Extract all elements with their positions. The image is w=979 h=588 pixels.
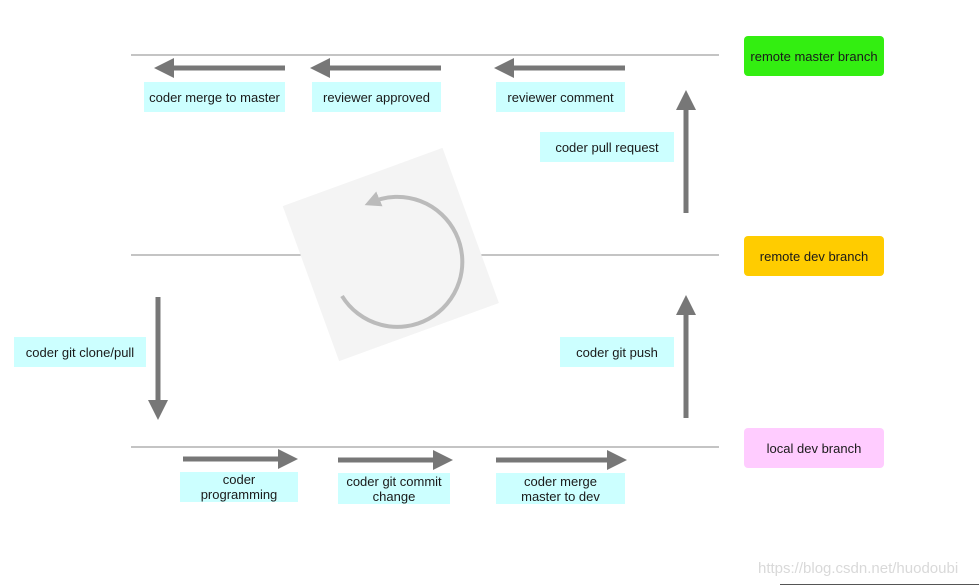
step-programming: coder programming — [180, 472, 298, 502]
watermark: https://blog.csdn.net/huodoubi — [758, 560, 959, 577]
step-git-push: coder git push — [560, 337, 674, 367]
cycle-icon — [282, 147, 499, 362]
step-merge-master-to-dev: coder merge master to dev — [496, 473, 625, 504]
remote-dev-branch-box: remote dev branch — [744, 236, 884, 276]
step-reviewer-comment: reviewer comment — [496, 82, 625, 112]
local-dev-branch-box: local dev branch — [744, 428, 884, 468]
step-git-clone-pull: coder git clone/pull — [14, 337, 146, 367]
watermark-underline — [780, 584, 979, 585]
step-reviewer-approved: reviewer approved — [312, 82, 441, 112]
remote-master-branch-box: remote master branch — [744, 36, 884, 76]
step-git-commit: coder git commit change — [338, 473, 450, 504]
step-pull-request: coder pull request — [540, 132, 674, 162]
step-merge-to-master: coder merge to master — [144, 82, 285, 112]
